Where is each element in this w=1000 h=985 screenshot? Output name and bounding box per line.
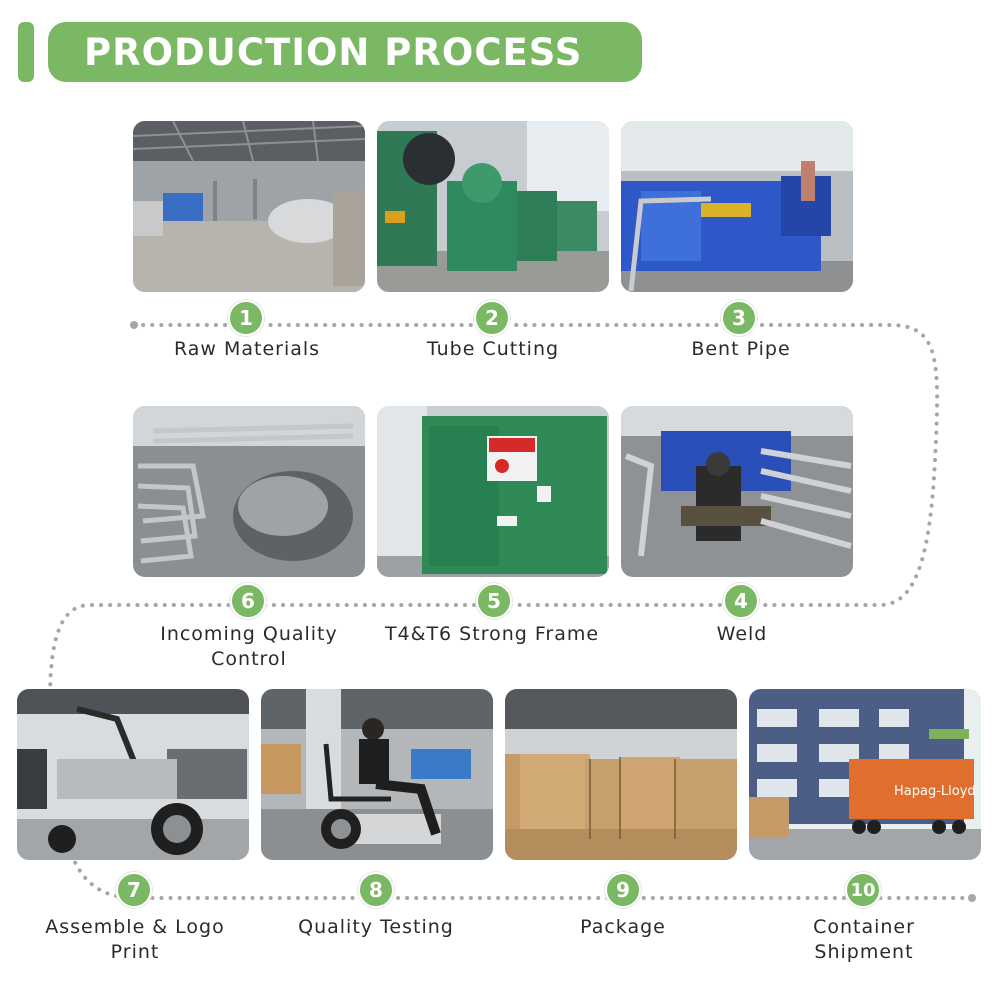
step-label-5: T4&T6 Strong Frame [361, 622, 623, 647]
step-label-1: Raw Materials [132, 337, 362, 362]
photo-raw-materials [133, 121, 365, 292]
path-end-dot [968, 894, 976, 902]
step-label-4-line1: Weld [716, 623, 768, 645]
title-accent-bar [18, 22, 34, 82]
photo-strong-frame [377, 406, 609, 577]
step-badge-10: 10 [845, 872, 881, 908]
photo-bent-pipe [621, 121, 853, 292]
step-label-7-line2: Print [110, 941, 160, 963]
step-badge-8: 8 [358, 872, 394, 908]
step-label-6: Incoming Quality Control [134, 622, 364, 672]
step-label-3: Bent Pipe [626, 337, 856, 362]
step-badge-3: 3 [721, 300, 757, 336]
photo-package [505, 689, 737, 860]
step-label-3-line1: Bent Pipe [691, 338, 791, 360]
step-label-6-line1: Incoming Quality [160, 623, 338, 645]
step-label-8: Quality Testing [261, 915, 491, 940]
step-label-6-line2: Control [211, 648, 287, 670]
step-label-9: Package [508, 915, 738, 940]
photo-weld [621, 406, 853, 577]
step-label-10-line2: Shipment [814, 941, 914, 963]
step-badge-7: 7 [116, 872, 152, 908]
step-badge-1: 1 [228, 300, 264, 336]
step-badge-6: 6 [230, 583, 266, 619]
step-badge-9: 9 [605, 872, 641, 908]
step-label-2-line1: Tube Cutting [426, 338, 560, 360]
path-start-dot [130, 321, 138, 329]
step-label-7: Assemble & Logo Print [20, 915, 250, 965]
step-label-7-line1: Assemble & Logo [45, 916, 225, 938]
step-label-10: Container Shipment [749, 915, 979, 965]
step-badge-5: 5 [476, 583, 512, 619]
step-badge-2: 2 [474, 300, 510, 336]
step-label-1-line1: Raw Materials [173, 338, 321, 360]
photo-quality-testing [261, 689, 493, 860]
step-label-10-line1: Container [813, 916, 915, 938]
title-banner: PRODUCTION PROCESS [48, 22, 642, 82]
step-label-5-line1: T4&T6 Strong Frame [384, 623, 600, 645]
page-title: PRODUCTION PROCESS [84, 30, 583, 74]
photo-incoming-quality-control [133, 406, 365, 577]
step-badge-4: 4 [723, 583, 759, 619]
photo-assemble-logo-print [17, 689, 249, 860]
step-label-2: Tube Cutting [378, 337, 608, 362]
step-label-4: Weld [627, 622, 857, 647]
step-label-8-line1: Quality Testing [298, 916, 454, 938]
step-label-9-line1: Package [580, 916, 666, 938]
photo-container-shipment: Hapag-Lloyd [749, 689, 981, 860]
container-brand-text: Hapag-Lloyd [894, 784, 976, 799]
photo-tube-cutting [377, 121, 609, 292]
